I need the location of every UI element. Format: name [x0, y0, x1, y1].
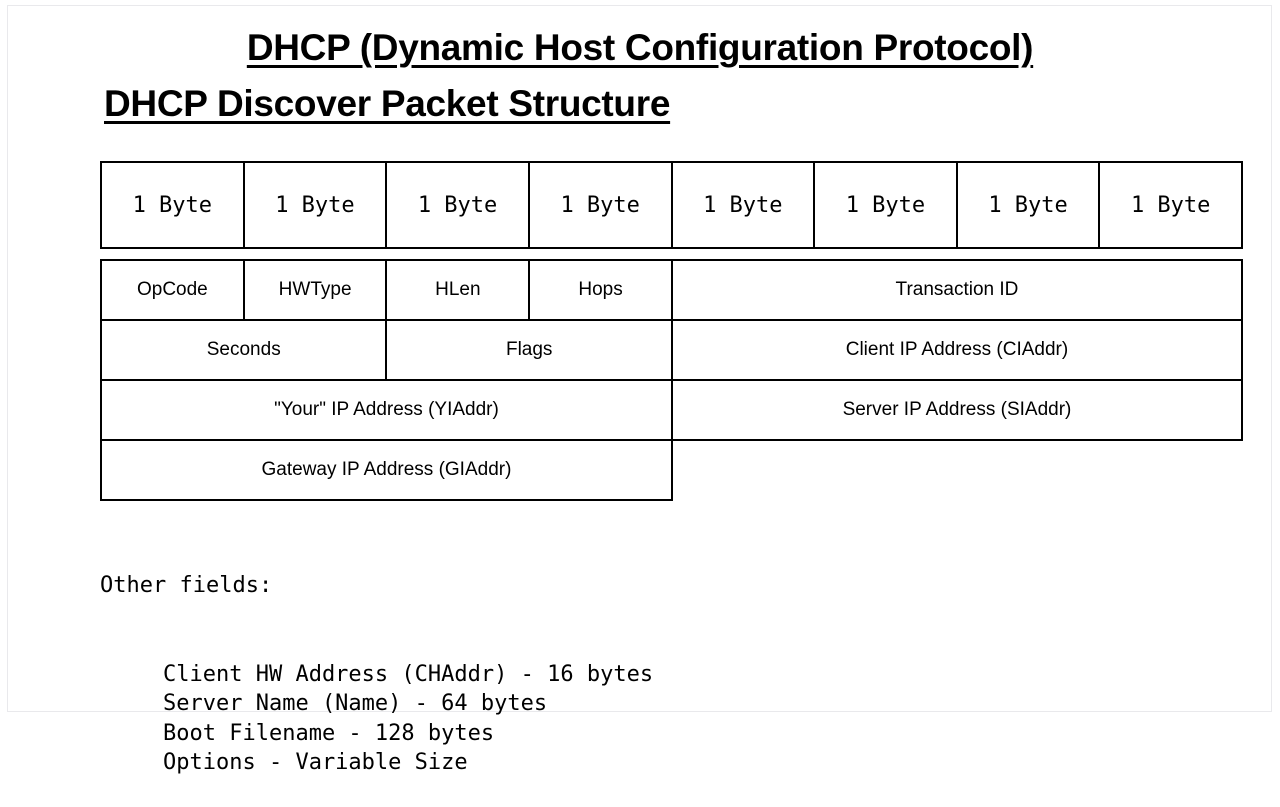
- packet-field-cell: Client IP Address (CIAddr): [670, 319, 1244, 381]
- other-fields-block: Other fields: Client HW Address (CHAddr)…: [100, 512, 653, 807]
- byte-ruler-cell: 1 Byte: [530, 163, 673, 247]
- byte-ruler-cell: 1 Byte: [245, 163, 388, 247]
- byte-ruler-cell: 1 Byte: [958, 163, 1101, 247]
- packet-field-cell: Transaction ID: [670, 259, 1244, 321]
- packet-field-row: "Your" IP Address (YIAddr)Server IP Addr…: [100, 379, 1244, 441]
- packet-field-cell: "Your" IP Address (YIAddr): [100, 379, 673, 441]
- packet-field-cell: OpCode: [100, 259, 245, 321]
- packet-field-cell: Seconds: [99, 319, 388, 381]
- packet-field-cell: Gateway IP Address (GIAddr): [100, 439, 673, 501]
- packet-field-spacer: [672, 440, 1242, 500]
- packet-field-row: Gateway IP Address (GIAddr): [100, 439, 1242, 501]
- other-field-item: Server Name (Name) - 64 bytes: [163, 691, 548, 716]
- other-field-item: Options - Variable Size: [163, 750, 468, 775]
- byte-ruler-cell: 1 Byte: [102, 163, 245, 247]
- packet-field-cell: Hops: [528, 259, 673, 321]
- page-title-text: DHCP (Dynamic Host Configuration Protoco…: [246, 27, 1034, 68]
- byte-ruler-cell: 1 Byte: [387, 163, 530, 247]
- other-fields-heading: Other fields:: [100, 573, 273, 598]
- packet-field-cell: Flags: [385, 319, 673, 381]
- page-title: DHCP (Dynamic Host Configuration Protoco…: [0, 26, 1280, 70]
- other-field-item: Boot Filename - 128 bytes: [163, 720, 495, 746]
- page-subtitle: DHCP Discover Packet Structure: [104, 82, 670, 126]
- packet-field-cell: HWType: [242, 259, 388, 321]
- packet-field-cell: HLen: [385, 259, 531, 321]
- page-subtitle-text: DHCP Discover Packet Structure: [104, 83, 671, 124]
- byte-ruler-cell: 1 Byte: [1130, 192, 1211, 218]
- byte-ruler-cell: 1 Byte: [673, 163, 816, 247]
- other-field-item: Client HW Address (CHAddr) - 16 bytes: [163, 661, 654, 687]
- packet-field-cell: Server IP Address (SIAddr): [670, 379, 1244, 441]
- byte-ruler-cell: 1 Byte: [815, 163, 958, 247]
